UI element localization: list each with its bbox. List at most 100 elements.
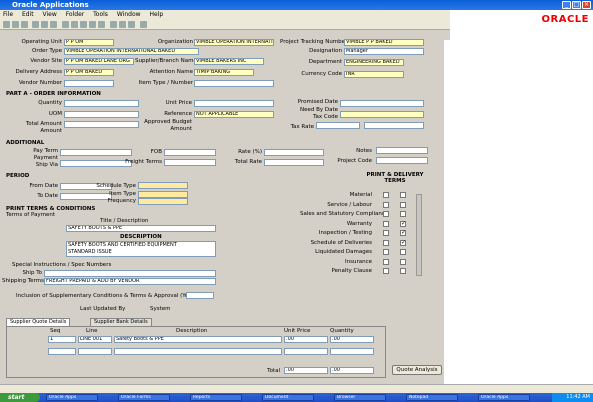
rate-field[interactable] — [264, 149, 324, 156]
ship-via-field[interactable] — [60, 160, 132, 167]
frequency-field[interactable] — [138, 198, 188, 205]
order-type-field[interactable]: VIMBLE OPERATION INTERNATIONAL BAKED — [64, 48, 199, 55]
description-field[interactable]: SAFETY BOOTS AND CERTIFIED EQUIPMENT STA… — [66, 241, 216, 257]
checkbox[interactable] — [400, 249, 406, 255]
menu-window[interactable]: Window — [116, 11, 141, 18]
project-code-field[interactable] — [376, 157, 428, 164]
new-icon[interactable] — [62, 21, 69, 28]
delivery-address-field[interactable]: P P OM BAKED — [64, 69, 114, 76]
copy-icon[interactable] — [89, 21, 96, 28]
unit-price-field[interactable] — [194, 100, 274, 107]
menu-edit[interactable]: Edit — [21, 11, 34, 18]
checkbox-secondary[interactable] — [383, 249, 389, 255]
taskbar-item[interactable]: Browser — [334, 394, 386, 401]
menu-folder[interactable]: Folder — [65, 11, 85, 18]
taskbar-item[interactable]: Oracle Apps — [478, 394, 530, 401]
designation-field[interactable]: Manager — [344, 48, 424, 55]
from-date-field[interactable] — [60, 183, 112, 190]
checkbox-secondary[interactable] — [383, 201, 389, 208]
notes-field[interactable] — [376, 147, 428, 154]
currency-field[interactable]: INR — [344, 71, 404, 78]
checkbox[interactable] — [400, 239, 406, 246]
empty-row-seq[interactable] — [48, 348, 76, 355]
checkbox[interactable] — [400, 268, 406, 274]
tab-supplier-bank[interactable]: Supplier Bank Details — [90, 318, 152, 326]
paste-icon[interactable] — [98, 21, 105, 28]
promised-date-field[interactable] — [340, 100, 424, 107]
line-cell-price[interactable]: .00 — [284, 336, 328, 343]
ship-to-field[interactable] — [44, 270, 216, 277]
unit-field[interactable] — [64, 111, 139, 118]
taskbar-item[interactable]: Oracle Apps — [46, 394, 98, 401]
checkbox-secondary[interactable] — [383, 239, 389, 246]
approval-dropdown[interactable] — [186, 292, 214, 299]
item-type-field[interactable] — [194, 80, 274, 87]
vendor-site-field[interactable]: P P OM BAKED LANE ORG — [64, 58, 134, 65]
taskbar-item[interactable]: Reports — [190, 394, 242, 401]
taskbar-item[interactable]: Notepad — [406, 394, 458, 401]
checkbox[interactable] — [400, 258, 406, 265]
checkbox-secondary[interactable] — [383, 211, 389, 217]
fob-field[interactable] — [164, 149, 216, 156]
project-tracking-field[interactable]: VIMBLE P P BAKED — [344, 39, 424, 46]
supplier-field[interactable]: VIMBLE BAKERS INC — [194, 58, 264, 65]
quantity-field[interactable] — [64, 100, 139, 107]
folder-icon[interactable] — [50, 21, 57, 28]
line-cell-qty[interactable]: .00 — [330, 336, 374, 343]
checkbox[interactable] — [400, 201, 406, 208]
line-cell-seq[interactable]: 1 — [48, 336, 76, 343]
empty-row-line[interactable] — [78, 348, 112, 355]
checkbox[interactable] — [400, 192, 406, 198]
checkbox-secondary[interactable] — [383, 192, 389, 198]
translations-icon[interactable] — [119, 21, 126, 28]
delete-icon[interactable] — [71, 21, 78, 28]
empty-row-desc[interactable] — [114, 348, 282, 355]
save-icon[interactable] — [3, 21, 10, 28]
department-field[interactable]: ENGINEERING BAKED — [344, 59, 404, 66]
print-icon[interactable] — [21, 21, 28, 28]
vendor-number-field[interactable] — [64, 80, 114, 87]
menu-file[interactable]: File — [3, 11, 14, 18]
checkbox-secondary[interactable] — [383, 258, 389, 265]
checkbox-secondary[interactable] — [383, 220, 389, 227]
reference-field[interactable]: NOT APPLICABLE — [194, 111, 274, 118]
menu-help[interactable]: Help — [149, 11, 164, 18]
minimize-icon[interactable]: _ — [562, 1, 571, 9]
checkbox-secondary[interactable] — [383, 230, 389, 236]
schedule-type-field[interactable] — [138, 182, 188, 189]
checkbox[interactable] — [400, 211, 406, 217]
pay-term-field[interactable] — [60, 149, 132, 156]
operating-unit-field[interactable]: P P OM — [64, 39, 114, 46]
menu-view[interactable]: View — [42, 11, 57, 18]
line-cell-line[interactable]: LINE 001 — [78, 336, 112, 343]
title-description-field[interactable]: SAFETY BOOTS & PPE — [66, 225, 216, 232]
shipping-terms-field[interactable]: FREIGHT PREPAID & ADD BY VENDOR — [44, 278, 216, 285]
to-date-field[interactable] — [60, 193, 112, 200]
checkbox[interactable] — [400, 220, 406, 227]
item-type-sub-field[interactable] — [138, 191, 188, 198]
organization-field[interactable]: VIMBLE OPERATION INTERNATIONAL BAKED — [194, 39, 274, 46]
freight-terms-field[interactable] — [164, 159, 216, 166]
menu-tools[interactable]: Tools — [93, 11, 108, 18]
taskbar-item[interactable]: Oracle Forms — [118, 394, 170, 401]
tax-rate-field[interactable] — [316, 122, 360, 129]
empty-row-price[interactable] — [284, 348, 328, 355]
taskbar-item[interactable]: Document — [262, 394, 314, 401]
quote-analysis-button[interactable]: Quote Analysis — [392, 365, 442, 375]
tax-code-field[interactable] — [340, 111, 424, 118]
maximize-icon[interactable]: □ — [572, 1, 581, 9]
checkbox-scrollbar[interactable] — [416, 194, 422, 276]
cut-icon[interactable] — [80, 21, 87, 28]
navigator-icon[interactable] — [12, 21, 19, 28]
start-button[interactable]: start — [0, 393, 40, 402]
checkbox-secondary[interactable] — [383, 268, 389, 274]
checkbox[interactable] — [400, 229, 406, 236]
empty-row-qty[interactable] — [330, 348, 374, 355]
attachments-icon[interactable] — [128, 21, 135, 28]
find-icon[interactable] — [41, 21, 48, 28]
attention-field[interactable]: TIMIP BAKING — [194, 69, 254, 76]
help-icon[interactable] — [140, 21, 147, 28]
line-cell-desc[interactable]: Safety Boots & PPE — [114, 336, 282, 343]
zoom-icon[interactable] — [110, 21, 117, 28]
tab-supplier-quote[interactable]: Supplier Quote Details — [6, 318, 71, 326]
